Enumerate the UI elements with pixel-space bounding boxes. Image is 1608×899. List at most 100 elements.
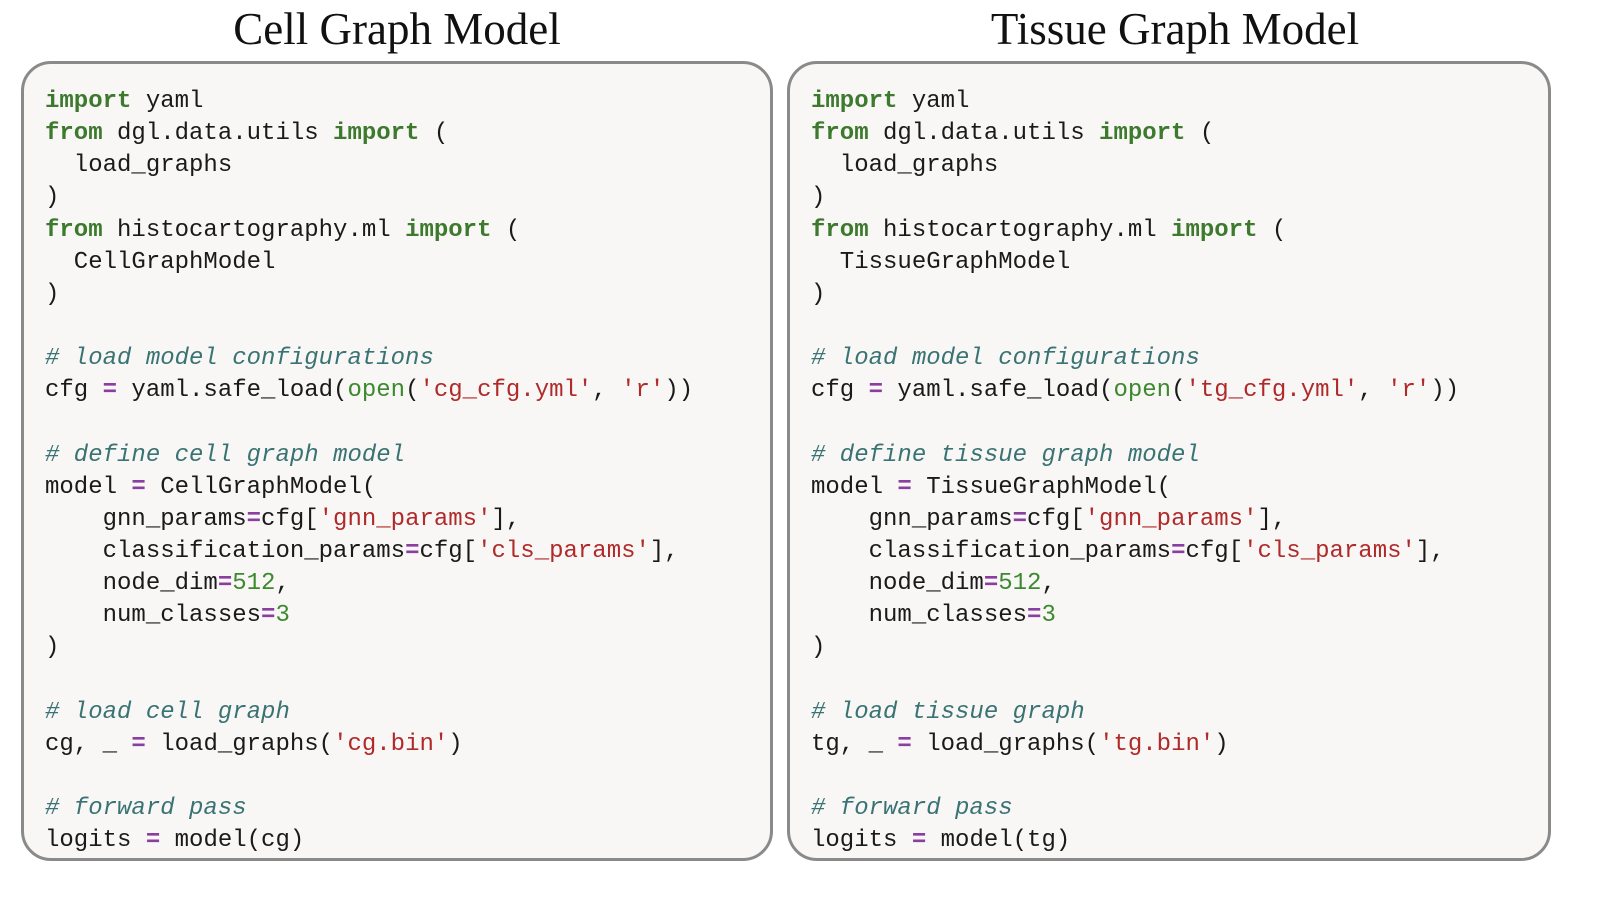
blank-line bbox=[45, 665, 693, 697]
code-text: gnn_params bbox=[45, 505, 247, 533]
code-text: , bbox=[1041, 570, 1056, 598]
blank-line bbox=[811, 311, 1459, 343]
code-operator: = bbox=[897, 730, 912, 758]
code-text: load_graphs bbox=[45, 152, 233, 180]
code-text: , bbox=[275, 570, 290, 598]
code-operator: = bbox=[983, 570, 999, 598]
code-line: ) bbox=[45, 632, 693, 664]
code-line: from histocartography.ml import ( bbox=[45, 215, 693, 247]
code-string: 'r' bbox=[1387, 377, 1431, 405]
code-text: model bbox=[45, 473, 132, 501]
code-line: CellGraphModel bbox=[45, 247, 693, 279]
code-text: model(cg) bbox=[160, 827, 305, 855]
code-string: 'r' bbox=[621, 377, 665, 405]
code-line: # forward pass bbox=[811, 793, 1459, 825]
code-text: node_dim bbox=[45, 570, 218, 598]
code-operator: = bbox=[131, 730, 146, 758]
blank-line bbox=[45, 761, 693, 793]
code-text: histocartography.ml bbox=[102, 216, 406, 244]
code-text: TissueGraphModel( bbox=[911, 473, 1172, 501]
code-text: gnn_params bbox=[811, 505, 1013, 533]
code-line: logits = model(tg) bbox=[811, 825, 1459, 857]
code-text: cfg[ bbox=[1185, 537, 1244, 565]
code-keyword: from bbox=[811, 216, 869, 244]
code-text: ) bbox=[811, 634, 826, 662]
code-text: classification_params bbox=[811, 537, 1172, 565]
code-text: ], bbox=[1257, 505, 1287, 533]
code-comment: # define cell graph model bbox=[45, 441, 406, 469]
code-string: 'cls_params' bbox=[477, 537, 650, 565]
code-keyword: import bbox=[333, 120, 420, 148]
code-line: cfg = yaml.safe_load(open('tg_cfg.yml', … bbox=[811, 375, 1459, 407]
code-line: node_dim=512, bbox=[811, 568, 1459, 600]
code-operator: = bbox=[102, 377, 118, 405]
code-text: num_classes bbox=[45, 602, 262, 630]
code-keyword: import bbox=[45, 88, 132, 115]
code-line: logits = model(cg) bbox=[45, 825, 693, 857]
code-text: dgl.data.utils bbox=[868, 120, 1100, 148]
code-text: load_graphs( bbox=[145, 730, 334, 758]
code-builtin: open bbox=[347, 377, 406, 405]
blank-line bbox=[811, 407, 1459, 439]
code-text: yaml bbox=[131, 88, 204, 115]
code-line: node_dim=512, bbox=[45, 568, 693, 600]
code-line: load_graphs bbox=[45, 150, 693, 182]
code-line: num_classes=3 bbox=[45, 600, 693, 632]
code-operator: = bbox=[145, 827, 161, 855]
code-text: cfg[ bbox=[419, 537, 478, 565]
code-line: model = CellGraphModel( bbox=[45, 472, 693, 504]
blank-line bbox=[811, 665, 1459, 697]
code-comment: # forward pass bbox=[45, 795, 247, 823]
code-text: dgl.data.utils bbox=[102, 120, 334, 148]
code-text: model(tg) bbox=[926, 827, 1071, 855]
code-comment: # forward pass bbox=[811, 795, 1013, 823]
code-text: load_graphs( bbox=[911, 730, 1100, 758]
code-text: model bbox=[811, 473, 898, 501]
code-line: num_classes=3 bbox=[811, 600, 1459, 632]
blank-line bbox=[45, 407, 693, 439]
code-operator: = bbox=[131, 473, 146, 501]
code-text: cg, _ bbox=[45, 730, 132, 758]
code-text: ) bbox=[811, 184, 826, 212]
code-text: histocartography.ml bbox=[868, 216, 1172, 244]
code-text: ( bbox=[1171, 377, 1186, 405]
code-text: , bbox=[1358, 377, 1388, 405]
code-text: )) bbox=[664, 377, 694, 405]
code-line: gnn_params=cfg['gnn_params'], bbox=[45, 504, 693, 536]
code-text: CellGraphModel bbox=[45, 248, 276, 276]
code-line: ) bbox=[811, 632, 1459, 664]
code-string: 'cg.bin' bbox=[333, 730, 449, 758]
code-line: cg, _ = load_graphs('cg.bin') bbox=[45, 729, 693, 761]
code-text: num_classes bbox=[811, 602, 1028, 630]
code-operator: = bbox=[1171, 537, 1186, 565]
code-comment: # load model configurations bbox=[811, 345, 1200, 373]
code-line: import yaml bbox=[45, 86, 693, 118]
code-text: ], bbox=[491, 505, 521, 533]
code-operator: = bbox=[1027, 602, 1042, 630]
code-line: # define cell graph model bbox=[45, 440, 693, 472]
code-text: cfg bbox=[45, 377, 103, 405]
code-operator: = bbox=[261, 602, 276, 630]
code-line: ) bbox=[811, 279, 1459, 311]
code-string: 'tg.bin' bbox=[1099, 730, 1215, 758]
code-text: ( bbox=[405, 377, 420, 405]
code-line: tg, _ = load_graphs('tg.bin') bbox=[811, 729, 1459, 761]
code-line: from dgl.data.utils import ( bbox=[45, 118, 693, 150]
code-text: ) bbox=[45, 184, 60, 212]
code-comment: # load model configurations bbox=[45, 345, 434, 373]
code-text: yaml.safe_load( bbox=[117, 377, 348, 405]
code-string: 'gnn_params' bbox=[318, 505, 492, 533]
blank-line bbox=[811, 761, 1459, 793]
code-text: ) bbox=[448, 730, 463, 758]
code-text: logits bbox=[811, 827, 912, 855]
code-text: ], bbox=[649, 537, 679, 565]
code-operator: = bbox=[1012, 505, 1028, 533]
code-text: ( bbox=[491, 216, 521, 244]
code-line: model = TissueGraphModel( bbox=[811, 472, 1459, 504]
code-keyword: from bbox=[45, 216, 103, 244]
code-number: 3 bbox=[1041, 602, 1056, 630]
code-keyword: import bbox=[405, 216, 492, 244]
